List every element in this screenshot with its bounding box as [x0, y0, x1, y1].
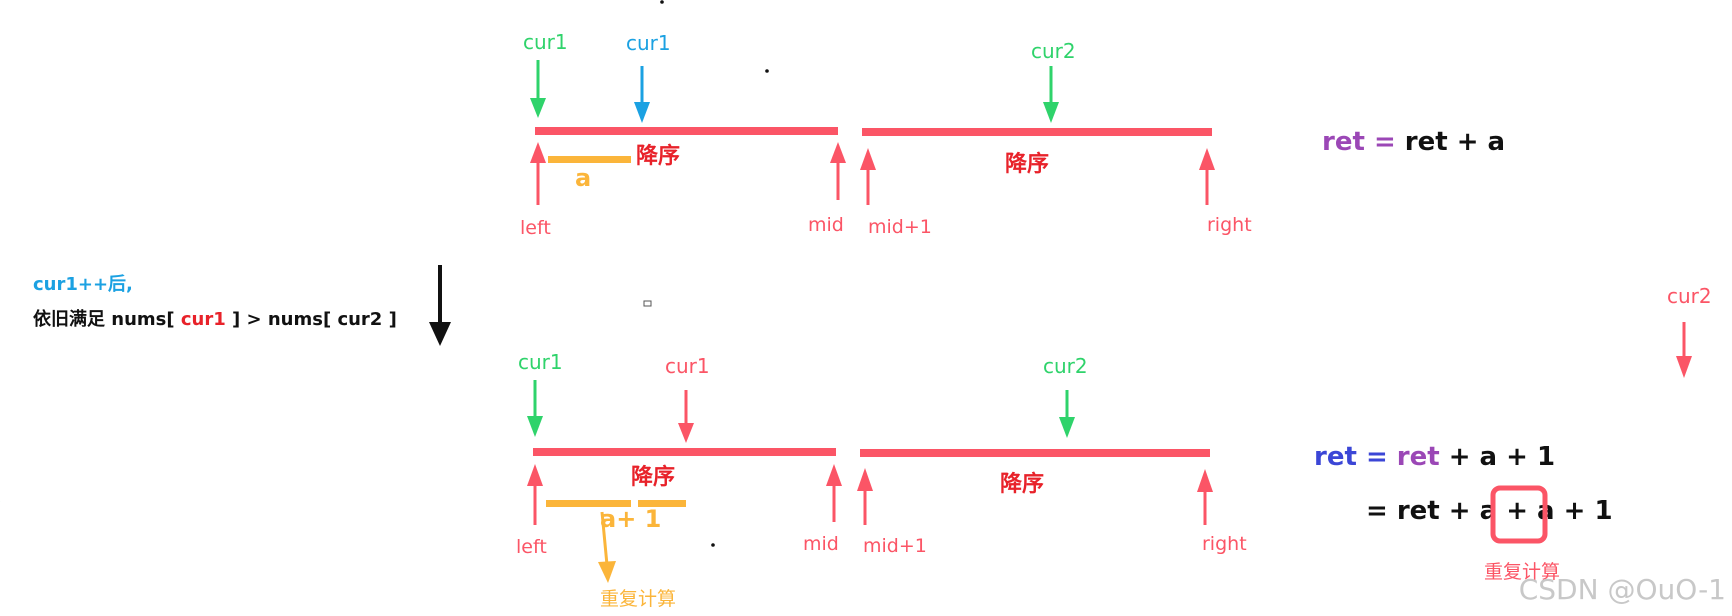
- duplicate-term-box: [1490, 485, 1548, 544]
- top-formula-eq: =: [1365, 127, 1405, 157]
- bottom-cur2-label: cur2: [1043, 354, 1088, 378]
- bottom-formula-1-rest: + a + 1: [1440, 442, 1555, 472]
- transition-down-arrow: [429, 265, 451, 346]
- bottom-cur1-red-label: cur1: [665, 354, 710, 378]
- bottom-mid-plus-1-up-arrow: [857, 468, 873, 525]
- bottom-cur2-arrow: [1059, 390, 1075, 438]
- side-cur2-label: cur2: [1667, 284, 1712, 308]
- bottom-a-plus-1-label: a+ 1: [600, 505, 661, 533]
- top-mid-plus-1-label: mid+1: [868, 216, 932, 238]
- top-cur1-green-label: cur1: [523, 30, 568, 54]
- top-cur1-blue-label: cur1: [626, 31, 671, 55]
- bottom-cur1-green-label: cur1: [518, 350, 563, 374]
- top-cur2-label: cur2: [1031, 39, 1076, 63]
- top-formula: ret = ret + a: [1322, 127, 1505, 157]
- stray-dot: [660, 0, 664, 4]
- top-left-label: left: [520, 217, 551, 239]
- bottom-dup-calc-left-label: 重复计算: [600, 588, 676, 610]
- bottom-formula-1-eq: =: [1357, 442, 1397, 472]
- bottom-right-bar: [860, 449, 1210, 457]
- bottom-a-bar: [546, 500, 631, 507]
- stray-dot: [765, 69, 769, 73]
- bottom-left-up-arrow: [527, 464, 543, 525]
- bottom-left-bar: [533, 448, 836, 456]
- top-left-bar: [535, 127, 838, 135]
- top-left-up-arrow: [530, 142, 546, 205]
- top-right-label: right: [1207, 214, 1252, 236]
- bottom-dup-calc-arrow: [598, 511, 616, 583]
- bottom-mid-plus-1-label: mid+1: [863, 535, 927, 557]
- top-left-segment-label: 降序: [636, 143, 680, 169]
- bottom-formula-2-prefix: = ret + a: [1366, 496, 1506, 526]
- stray-edge-mark: ‘: [0, 498, 2, 519]
- watermark: CSDN @OuO-1: [1518, 573, 1726, 606]
- side-cur2-arrow: [1676, 322, 1692, 378]
- bottom-dup-calc-right-label: 重复计算: [1484, 561, 1560, 583]
- bottom-right-segment-label: 降序: [1000, 471, 1044, 497]
- bottom-mid-up-arrow: [826, 464, 842, 522]
- note-line-2-prefix: 依旧满足 nums[: [33, 309, 181, 330]
- stray-mark: [643, 300, 652, 307]
- bottom-right-label: right: [1202, 533, 1247, 555]
- stray-dot: [711, 543, 715, 547]
- top-right-segment-label: 降序: [1005, 151, 1049, 177]
- note-line-2-highlight: cur1: [180, 309, 226, 330]
- top-right-bar: [862, 128, 1212, 136]
- bottom-plus-1-bar: [638, 500, 686, 507]
- top-cur2-arrow: [1043, 66, 1059, 123]
- bottom-formula-1-ret: ret: [1314, 442, 1357, 472]
- bottom-formula-1: ret = ret + a + 1: [1314, 442, 1555, 472]
- bottom-formula-1-ret2: ret: [1397, 442, 1440, 472]
- bottom-cur1-green-arrow: [527, 380, 543, 437]
- top-formula-rest: ret + a: [1405, 127, 1505, 157]
- note-line-2-suffix: ] > nums[ cur2 ]: [225, 309, 397, 330]
- top-mid-plus-1-up-arrow: [860, 148, 876, 205]
- bottom-left-label: left: [516, 536, 547, 558]
- bottom-right-up-arrow: [1197, 469, 1213, 525]
- top-formula-ret: ret: [1322, 127, 1365, 157]
- top-a-label: a: [575, 164, 591, 192]
- bottom-formula-2-suffix: + 1: [1555, 496, 1613, 526]
- top-mid-up-arrow: [830, 142, 846, 200]
- note-line-2: 依旧满足 nums[ cur1 ] > nums[ cur2 ]: [33, 305, 397, 331]
- top-mid-label: mid: [808, 214, 844, 236]
- bottom-mid-label: mid: [803, 533, 839, 555]
- top-cur1-blue-arrow: [634, 66, 650, 123]
- note-line-1: cur1++后,: [33, 274, 133, 295]
- top-right-up-arrow: [1199, 148, 1215, 205]
- top-cur1-green-arrow: [530, 60, 546, 118]
- bottom-formula-2: = ret + a + a + 1: [1366, 496, 1613, 526]
- top-a-bar: [548, 156, 631, 163]
- bottom-left-segment-label: 降序: [631, 464, 675, 490]
- bottom-cur1-red-arrow: [678, 390, 694, 443]
